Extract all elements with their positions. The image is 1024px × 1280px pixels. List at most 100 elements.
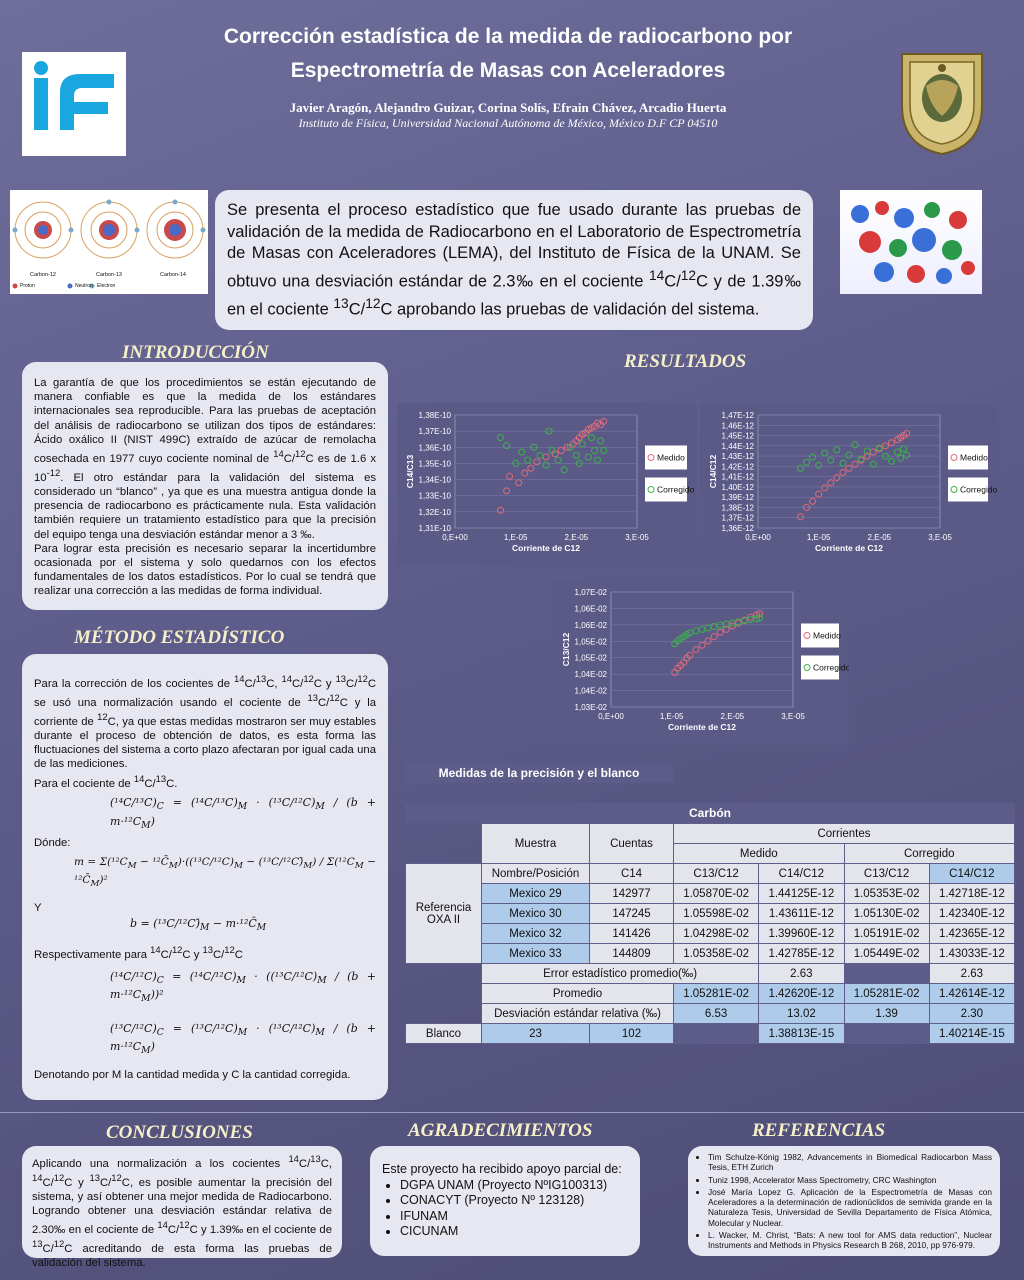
y-tick-label: 1,35E-10 — [419, 459, 452, 468]
abstract-text-1: Se presenta el proceso estadístico que f… — [227, 201, 801, 291]
y-tick-label: 1,07E-02 — [575, 588, 608, 597]
ack-panel: Este proyecto ha recibido apoyo parcial … — [370, 1146, 640, 1256]
header-cuentas: Cuentas — [589, 823, 674, 864]
data-point — [809, 497, 817, 505]
table-cell: Mexico 29 — [481, 883, 590, 904]
y-tick-label: 1,32E-10 — [419, 508, 452, 517]
table-row: Mexico 30 147245 1.05598E-02 1.43611E-12… — [406, 903, 1016, 924]
x-tick-label: 2,E-05 — [565, 533, 589, 542]
abstract-text-2: y de 1.39‰ en el cociente — [227, 272, 801, 319]
marbles-image — [840, 190, 982, 294]
data-point — [753, 615, 761, 623]
empty-cell — [406, 984, 482, 1004]
intro-text-3: . El otro estándar para la validación de… — [34, 471, 376, 541]
y-tick-label: 1,05E-02 — [575, 654, 608, 663]
empty-cell — [672, 1023, 760, 1044]
data-point — [518, 448, 526, 456]
y-tick-label: 1,37E-10 — [419, 427, 452, 436]
data-point — [833, 446, 841, 454]
data-point — [686, 651, 694, 659]
y-tick-label: 1,38E-12 — [722, 503, 755, 512]
legend-label: Medido — [813, 631, 841, 641]
table-cell: 1.38813E-15 — [758, 1023, 845, 1044]
data-point — [524, 456, 532, 464]
x-axis-label: Corriente de C12 — [668, 722, 736, 732]
data-point — [594, 456, 602, 464]
data-point — [845, 464, 853, 472]
intro-text-2: es de 1.6 x 10 — [34, 452, 377, 484]
results-heading: RESULTADOS — [624, 351, 747, 372]
table-cell: 1.42785E-12 — [758, 943, 845, 964]
data-point — [903, 429, 911, 437]
data-point — [809, 453, 817, 461]
legend-box — [948, 445, 988, 470]
data-point — [503, 442, 511, 450]
legend-marker — [803, 664, 811, 671]
chart-c13-c12-svg: 1,03E-021,04E-021,04E-021,05E-021,05E-02… — [561, 588, 849, 732]
list-item: Tim Schulze-König 1982, Advancements in … — [708, 1152, 992, 1173]
equation-m: m = Σ(¹²CM − ¹²C̄M)·((¹³C/¹²C)M − (¹³C/¹… — [74, 855, 376, 890]
conclusions-text-3: y 1.39‰ en el cociente de — [197, 1224, 333, 1237]
data-point — [851, 441, 859, 449]
y-tick-label: 1,31E-10 — [419, 524, 452, 533]
equation-b: b = (¹³C/¹²C)̄M − m·¹²C̄M — [130, 916, 267, 934]
y-axis-label: C14/C13 — [405, 454, 415, 488]
legend-label: Corregido — [960, 485, 998, 495]
data-point — [536, 451, 544, 459]
legend-box — [801, 623, 839, 648]
title-line-1: Corrección estadística de la medida de r… — [223, 25, 793, 48]
header-c14: C14 — [589, 863, 674, 884]
table-cell: 23 — [481, 1023, 590, 1044]
unam-seal — [896, 46, 988, 158]
data-point — [863, 447, 871, 455]
table-cell: 1.39 — [843, 1003, 930, 1024]
data-point — [588, 434, 595, 442]
x-tick-label: 3,E-05 — [781, 712, 805, 721]
table-cell: 1.04298E-02 — [672, 923, 760, 944]
data-point — [845, 451, 853, 459]
method-paragraph-2: Para el cociente de 14C/13C. — [34, 772, 178, 790]
plot-area — [610, 591, 794, 708]
y-tick-label: 1,45E-12 — [722, 432, 755, 441]
y-tick-label: 1,47E-12 — [722, 411, 755, 420]
data-point — [897, 454, 905, 462]
data-point — [503, 487, 511, 495]
data-point — [591, 447, 599, 455]
data-point — [545, 427, 553, 435]
abstract-text-3: aprobando las pruebas de validación del … — [392, 300, 760, 319]
data-point — [716, 628, 724, 636]
y-tick-label: 1,05E-02 — [575, 637, 608, 646]
y-tick-label: 1,36E-12 — [722, 524, 755, 533]
table-cell: 1.05353E-02 — [843, 883, 930, 904]
table-cell: 1.43611E-12 — [758, 903, 845, 924]
data-point — [512, 459, 520, 467]
abstract-panel: Se presenta el proceso estadístico que f… — [215, 190, 813, 330]
equation-2: (¹⁴C/¹²C)C = (¹⁴C/¹²C)M · ((¹³C/¹²C)M / … — [110, 969, 376, 1005]
x-tick-label: 0,E+00 — [598, 712, 624, 721]
list-item: DGPA UNAM (Proyecto NºIG100313) — [400, 1178, 628, 1194]
donde-label: Dónde: — [34, 837, 71, 850]
data-point — [887, 457, 895, 465]
x-tick-label: 1,E-05 — [660, 712, 684, 721]
conclusions-text-1: Aplicando una normalización a los cocien… — [32, 1157, 289, 1170]
table-cell: Mexico 32 — [481, 923, 590, 944]
equation-1: (¹⁴C/¹³C)C = (¹⁴C/¹³C)M · (¹³C/¹²C)M / (… — [110, 796, 376, 832]
intro-heading: INTRODUCCIÓN — [122, 342, 269, 363]
data-point — [857, 455, 865, 463]
if-logo — [22, 52, 126, 156]
data-point — [521, 469, 529, 477]
list-item: IFUNAM — [400, 1209, 628, 1225]
header-col: C13/C12 — [672, 863, 760, 884]
table-cell: 142977 — [589, 883, 674, 904]
method-text-3: y la corriente de — [34, 696, 376, 728]
plot-area — [454, 414, 638, 529]
blanco-label: Blanco — [405, 1023, 482, 1044]
data-point — [506, 472, 514, 480]
atom-label-c12: Carbon-12 — [30, 272, 56, 278]
legend-proton: Proton — [20, 283, 35, 289]
table-row: Promedio 1.05281E-02 1.42620E-12 1.05281… — [406, 983, 1016, 1004]
data-point — [887, 439, 895, 447]
equation-3: (¹³C/¹²C)C = (¹³C/¹²C)M · (¹³C/¹²C)M / (… — [110, 1021, 376, 1057]
table-row: Medido Corregido — [406, 843, 1015, 864]
refs-heading: REFERENCIAS — [752, 1120, 886, 1141]
